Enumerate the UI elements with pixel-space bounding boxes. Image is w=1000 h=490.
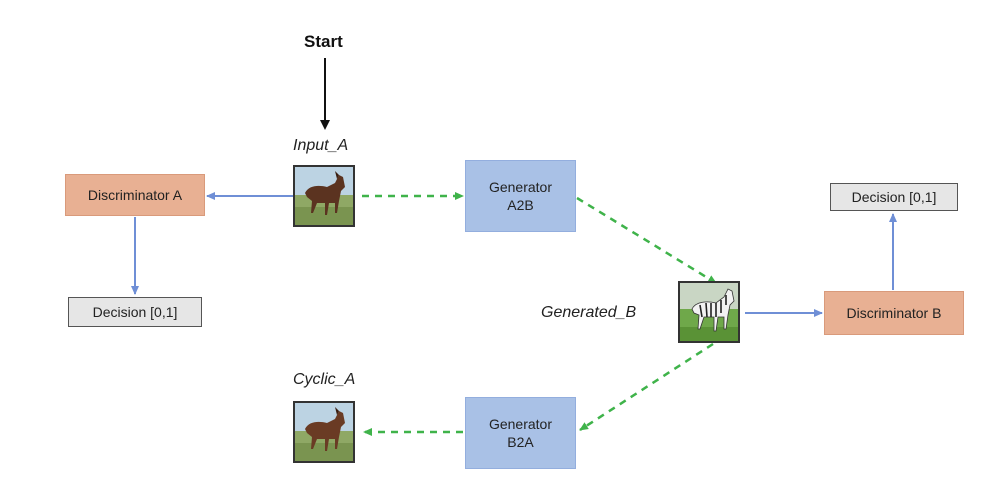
decision-a-label: Decision [0,1] [92,304,178,320]
generator-b2a-line2: B2A [507,434,534,450]
generator-a2b-line1: Generator [488,179,553,195]
cyclic-a-horse-image [293,401,355,463]
discriminator-b-label: Discriminator B [846,305,942,321]
arrow-generator-a2b-to-generated-b [576,196,717,285]
decision-a-box: Decision [0,1] [68,297,202,327]
decision-b-label: Decision [0,1] [851,189,937,205]
generated-b-zebra-image [678,281,740,343]
discriminator-a-label: Discriminator A [87,187,183,203]
decision-b-box: Decision [0,1] [830,183,958,211]
discriminator-a-box: Discriminator A [65,174,205,216]
arrow-generated-b-to-generator-b2a [579,342,714,432]
start-label: Start [304,32,343,51]
generated-b-label: Generated_B [541,304,637,321]
discriminator-b-box: Discriminator B [824,291,964,335]
generator-b2a-line1: Generator [488,416,553,432]
cyclic-a-label: Cyclic_A [293,371,356,388]
generator-a2b-box: Generator A2B [465,160,576,232]
input-a-horse-image [293,165,355,227]
input-a-label: Input_A [293,137,349,154]
generator-b2a-box: Generator B2A [465,397,576,469]
generator-a2b-line2: A2B [507,197,534,213]
